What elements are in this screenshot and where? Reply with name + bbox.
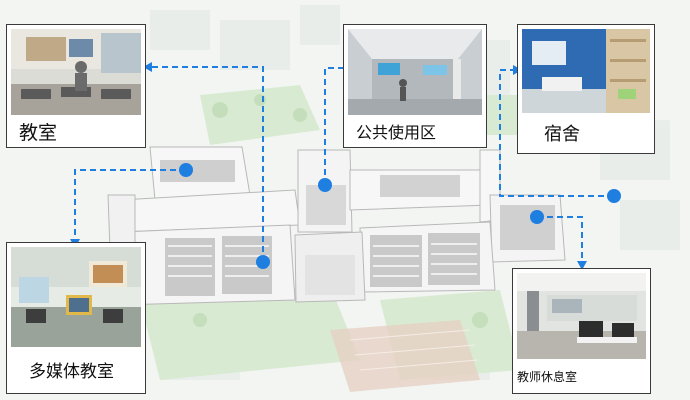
- connector-lines: [74, 66, 614, 262]
- dormitory-card: 宿舍: [517, 24, 655, 154]
- public-area-card: 公共使用区: [343, 24, 487, 148]
- multimedia-classroom-card: 多媒体教室: [6, 242, 146, 394]
- classroom-label: 教室: [19, 121, 58, 144]
- sports-field: [330, 320, 480, 392]
- school-building: [107, 146, 566, 306]
- public-area-photo: [348, 29, 482, 115]
- classroom-card: 教室: [6, 24, 146, 148]
- multimedia-classroom-label: 多媒体教室: [29, 361, 114, 382]
- location-markers: [179, 163, 621, 269]
- teacher-lounge-label: 教师休息室: [517, 369, 578, 384]
- teacher-lounge-photo: [517, 273, 646, 359]
- public-area-label: 公共使用区: [356, 123, 437, 142]
- multimedia-classroom-photo: [11, 247, 141, 347]
- teacher-lounge-card: 教师休息室: [512, 268, 651, 394]
- classroom-photo: [11, 29, 141, 115]
- dormitory-photo: [522, 29, 650, 113]
- dormitory-label: 宿舍: [544, 124, 580, 145]
